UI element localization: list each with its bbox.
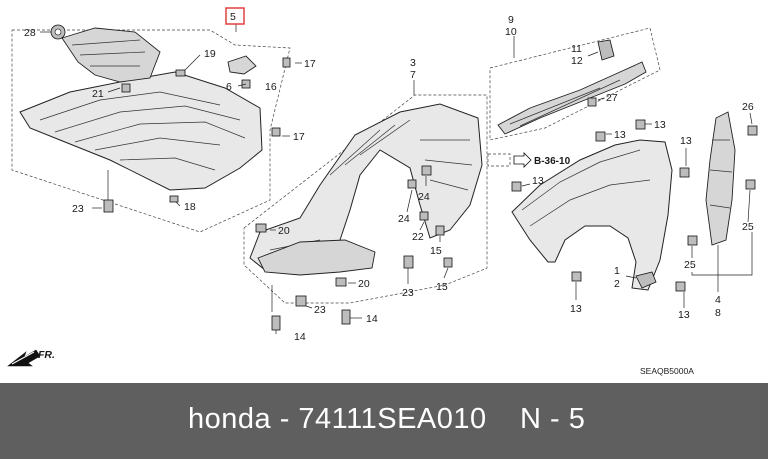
caption-bar: honda - 74111SEA010 N - 5 xyxy=(0,383,768,459)
fender-bottom-bracket xyxy=(635,271,657,289)
clip-20b xyxy=(335,277,347,287)
callout-12: 12 xyxy=(571,55,583,67)
callout-7: 7 xyxy=(410,69,416,81)
callout-25b: 25 xyxy=(684,259,696,271)
bolt-13d xyxy=(571,271,582,282)
front-splash-panel xyxy=(257,239,376,276)
diagram-number: N - 5 xyxy=(520,403,586,435)
callout-24b: 24 xyxy=(418,191,430,203)
bolt-15b xyxy=(443,257,453,268)
clip-23c xyxy=(295,295,307,307)
callout-24a: 24 xyxy=(398,213,410,225)
clip-20a xyxy=(255,223,267,233)
callout-17b: 17 xyxy=(293,131,305,143)
callout-2: 2 xyxy=(614,278,620,290)
reference-arrow xyxy=(513,152,532,168)
fender-bracket-group-outline xyxy=(489,27,661,141)
callout-11: 11 xyxy=(571,43,582,55)
bolt-15a xyxy=(435,225,445,236)
bolt-13a xyxy=(595,131,606,142)
callout-8: 8 xyxy=(715,307,721,319)
callout-14b: 14 xyxy=(366,313,378,325)
bolt-13b xyxy=(635,119,646,130)
bolt-24a xyxy=(407,179,417,189)
callout-23c: 23 xyxy=(314,304,326,316)
fender-liner-group-outline xyxy=(243,94,488,304)
callout-25a: 25 xyxy=(742,221,754,233)
bolt-23b xyxy=(403,255,414,269)
bolt-23a xyxy=(103,199,114,213)
front-splash-shield xyxy=(61,27,161,83)
bolt-13c xyxy=(511,181,522,192)
callout-23a: 23 xyxy=(72,203,84,215)
callout-23b: 23 xyxy=(402,287,414,299)
callout-18: 18 xyxy=(184,201,196,213)
bolt-25a xyxy=(745,179,756,190)
callout-15b: 15 xyxy=(436,281,448,293)
callout-1: 1 xyxy=(614,265,620,277)
bolt-21 xyxy=(121,83,131,93)
callout-21: 21 xyxy=(92,88,104,100)
clip-19 xyxy=(175,69,186,77)
callout-14a: 14 xyxy=(294,331,306,343)
callout-13e: 13 xyxy=(680,135,692,147)
callout-28: 28 xyxy=(24,27,36,39)
bolt-26 xyxy=(747,125,758,136)
mount-11-12 xyxy=(597,39,615,61)
fender-edge-lines xyxy=(521,149,651,227)
bolt-13e xyxy=(679,167,690,178)
clip-27 xyxy=(587,97,597,107)
callout-22: 22 xyxy=(412,231,424,243)
clip-18 xyxy=(169,195,179,203)
callout-16: 16 xyxy=(265,81,277,93)
bracket-6 xyxy=(227,55,257,75)
callout-4: 4 xyxy=(715,294,721,306)
part-caption: honda - 74111SEA010 xyxy=(188,403,487,435)
front-fender xyxy=(511,139,673,291)
direction-label: FR. xyxy=(38,349,55,361)
bolt-17a xyxy=(282,57,291,68)
callout-3: 3 xyxy=(410,57,416,69)
callout-6: 6 xyxy=(226,81,232,93)
callout-20b: 20 xyxy=(358,278,370,290)
callout-26: 26 xyxy=(742,101,754,113)
clip-24b xyxy=(421,165,432,176)
bolt-13f xyxy=(675,281,686,292)
callout-27: 27 xyxy=(606,92,618,104)
parts-diagram: 5 28 19 17 6 16 21 17 23 18 3 7 20 20 24… xyxy=(7,7,758,376)
callout-13b: 13 xyxy=(654,119,666,131)
diagram-code: SEAQB5000A xyxy=(640,366,694,376)
undercover-ribs xyxy=(39,91,246,171)
reference-box xyxy=(487,153,511,167)
callout-19: 19 xyxy=(204,48,216,60)
bolt-17b xyxy=(271,127,281,137)
bolt-22 xyxy=(419,211,429,221)
callout-10: 10 xyxy=(505,26,517,38)
callout-13c: 13 xyxy=(532,175,544,187)
callout-20a: 20 xyxy=(278,225,290,237)
front-direction-arrow xyxy=(7,349,41,367)
callout-5-box xyxy=(225,7,245,25)
callout-13d: 13 xyxy=(570,303,582,315)
bolt-14a xyxy=(271,315,281,331)
fender-side-bracket xyxy=(705,111,736,246)
callout-5: 5 xyxy=(230,11,236,23)
callout-15a: 15 xyxy=(430,245,442,257)
undercover-group-outline xyxy=(11,29,291,233)
callout-13f: 13 xyxy=(678,309,690,321)
bolt-14b xyxy=(341,309,351,325)
callout-13a: 13 xyxy=(614,129,626,141)
reference-label: B-36-10 xyxy=(534,156,571,167)
bolt-25b xyxy=(687,235,698,246)
callout-9: 9 xyxy=(508,14,514,26)
fender-upper-bracket xyxy=(497,61,647,135)
callout-17a: 17 xyxy=(304,58,316,70)
exploded-view-svg: 5 28 19 17 6 16 21 17 23 18 3 7 20 20 24… xyxy=(7,7,758,376)
